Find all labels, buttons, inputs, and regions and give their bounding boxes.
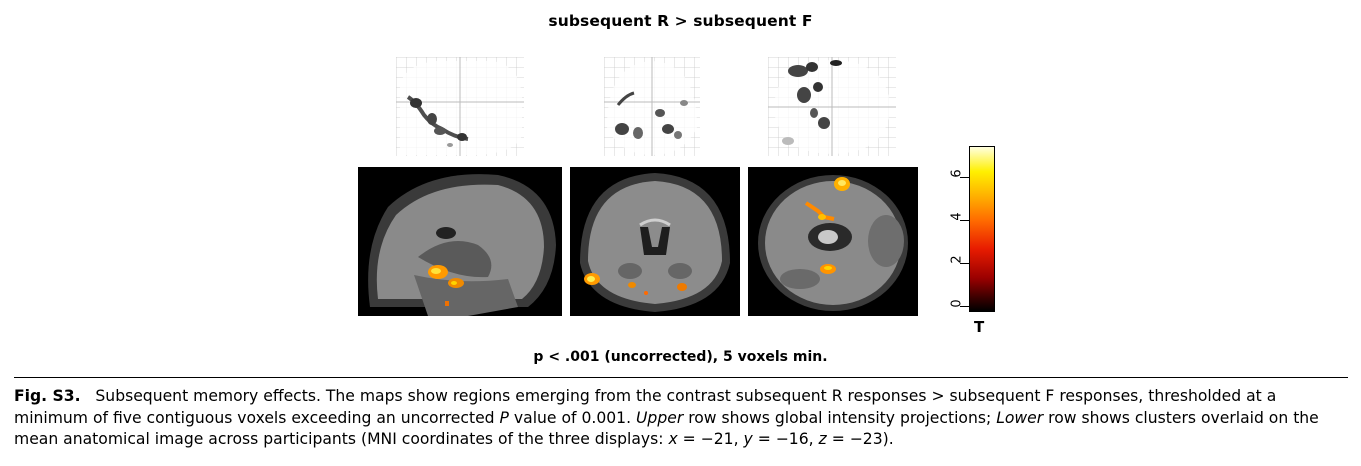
colorbar: [969, 146, 995, 312]
sagittal-slice: [358, 167, 562, 316]
caption-italic: z: [818, 430, 827, 448]
colorbar-tick: [960, 306, 969, 307]
colorbar-tick-label: 6: [949, 169, 965, 178]
axial-slice: [748, 167, 918, 316]
axial-glass-brain: [768, 57, 896, 156]
caption-text: = −23).: [826, 430, 894, 448]
caption-divider: [14, 377, 1348, 378]
coronal-slice: [570, 167, 740, 316]
caption-text: row shows clusters overlaid on the mean …: [14, 408, 1319, 449]
caption-text: = −21,: [677, 430, 744, 448]
sagittal-glass-brain: [396, 57, 524, 156]
caption-text: = −16,: [752, 430, 819, 448]
colorbar-tick: [960, 220, 969, 221]
caption-text: row shows global intensity projections;: [683, 408, 997, 427]
colorbar-tick: [960, 177, 969, 178]
threshold-note: p < .001 (uncorrected), 5 voxels min.: [533, 349, 828, 365]
figure-caption: Fig. S3. Subsequent memory effects. The …: [14, 386, 1344, 451]
colorbar-label: T: [974, 318, 985, 336]
caption-italic: Upper: [636, 408, 684, 427]
caption-italic: Lower: [996, 408, 1044, 427]
caption-text: Subsequent memory effects. The maps show…: [14, 387, 1277, 427]
coronal-glass-brain: [604, 57, 700, 156]
colorbar-tick-label: 0: [949, 299, 965, 308]
caption-italic: P: [499, 408, 509, 427]
caption-italic: x: [668, 430, 678, 448]
colorbar-tick: [960, 263, 969, 264]
caption-text: value of 0.001.: [508, 408, 637, 427]
figure-title: subsequent R > subsequent F: [548, 12, 813, 30]
caption-italic: y: [743, 430, 753, 448]
colorbar-tick-label: 4: [949, 212, 965, 221]
caption-label: Fig. S3.: [14, 387, 81, 405]
colorbar-tick-label: 2: [949, 255, 965, 264]
